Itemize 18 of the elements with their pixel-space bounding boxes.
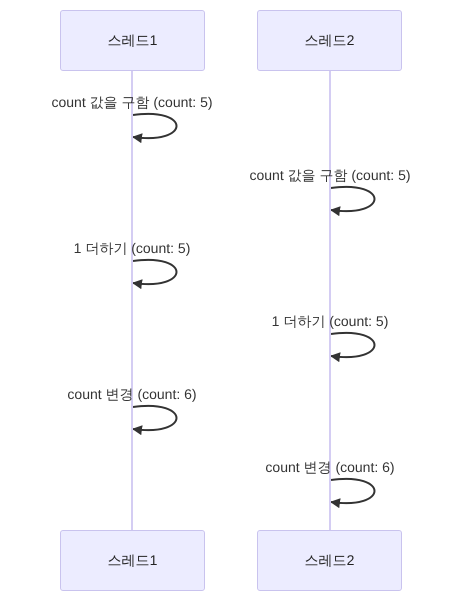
self-message-arrow [132, 258, 178, 289]
self-message-arrow [132, 112, 178, 143]
self-message-arrow [330, 186, 376, 216]
message-label: count 값을 구함 (count: 5) [249, 167, 411, 185]
message-label: count 값을 구함 (count: 5) [51, 94, 213, 112]
message-label: 1 더하기 (count: 5) [272, 313, 388, 331]
participant-box: 스레드1 [60, 530, 205, 591]
self-message-arrow [330, 332, 376, 362]
lifeline [329, 71, 331, 530]
participant-box: 스레드2 [257, 530, 402, 591]
participant-box: 스레드1 [60, 10, 205, 71]
message-label: count 변경 (count: 6) [67, 386, 197, 404]
self-message-arrow [330, 478, 376, 508]
message-label: 1 더하기 (count: 5) [74, 240, 190, 258]
lifeline [131, 71, 133, 530]
self-message-arrow [132, 404, 178, 435]
participant-box: 스레드2 [257, 10, 402, 71]
message-label: count 변경 (count: 6) [265, 459, 395, 477]
